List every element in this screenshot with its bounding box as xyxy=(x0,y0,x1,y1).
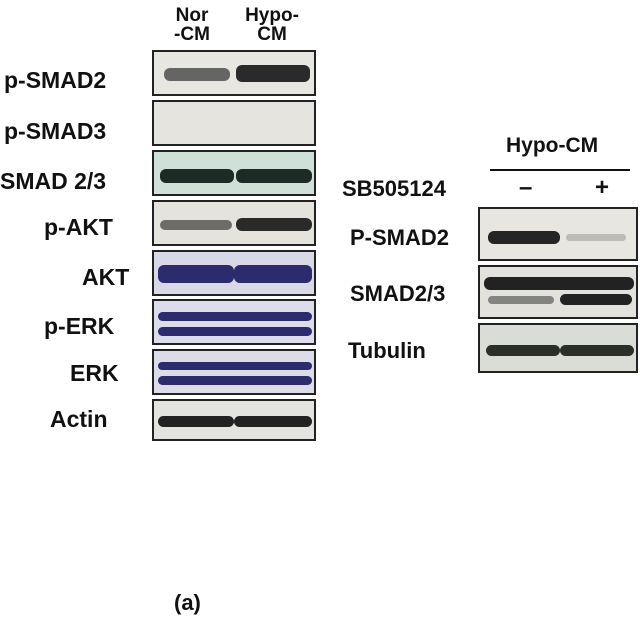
row-label-p-smad2: p-SMAD2 xyxy=(4,67,107,93)
band-smad23-lane2 xyxy=(236,169,312,183)
band-b-tubulin-lane1 xyxy=(486,345,560,356)
row-label-erk: ERK xyxy=(70,360,119,386)
band-b-smad23-lower-lane1 xyxy=(488,296,554,304)
blot-p-smad3 xyxy=(152,100,316,146)
band-b-tubulin-lane2 xyxy=(560,345,634,356)
blot-p-akt xyxy=(152,200,316,246)
band-actin-lane2 xyxy=(234,416,312,427)
band-p-erk-lower xyxy=(158,327,312,336)
row-label-b-tubulin: Tubulin xyxy=(348,338,426,363)
blot-p-erk xyxy=(152,299,316,345)
row-label-b-p-smad2: P-SMAD2 xyxy=(350,225,450,250)
row-label-p-smad3: p-SMAD3 xyxy=(4,118,107,144)
band-b-p-smad2-lane2 xyxy=(566,234,626,241)
blot-akt xyxy=(152,250,316,296)
band-p-akt-lane2 xyxy=(236,218,312,231)
band-erk-upper xyxy=(158,362,312,370)
blot-b-p-smad2 xyxy=(478,207,638,261)
treatment-minus: – xyxy=(519,174,533,201)
row-label-p-erk: p-ERK xyxy=(44,313,115,339)
row-label-akt: AKT xyxy=(82,264,130,290)
treatment-label: SB505124 xyxy=(342,176,446,201)
column-header-hypoxic-line2: CM xyxy=(257,24,287,45)
panel-b-header: Hypo-CM xyxy=(506,134,599,157)
band-akt-lane1 xyxy=(158,265,234,283)
row-label-smad23: SMAD 2/3 xyxy=(0,168,107,194)
blot-smad23 xyxy=(152,150,316,196)
column-header-normoxic-line1: Nor xyxy=(175,5,209,26)
band-akt-lane2 xyxy=(234,265,312,283)
band-smad23-lane1 xyxy=(160,169,234,183)
column-header-hypoxic: Hypo- CM xyxy=(234,6,310,44)
column-header-normoxic: Nor -CM xyxy=(162,6,222,44)
blot-erk xyxy=(152,349,316,395)
band-p-erk-upper xyxy=(158,312,312,321)
band-p-akt-lane1 xyxy=(160,220,232,230)
row-label-p-akt: p-AKT xyxy=(44,214,113,240)
blot-b-tubulin xyxy=(478,323,638,373)
column-header-hypoxic-line1: Hypo- xyxy=(245,5,299,26)
panel-b-header-underline xyxy=(490,169,630,171)
band-b-smad23-upper xyxy=(484,277,634,290)
band-b-p-smad2-lane1 xyxy=(488,231,560,244)
row-label-actin: Actin xyxy=(50,406,108,432)
band-erk-lower xyxy=(158,376,312,385)
row-label-b-smad23: SMAD2/3 xyxy=(350,281,446,306)
band-b-smad23-lower-lane2 xyxy=(560,294,632,305)
column-header-normoxic-line2: -CM xyxy=(174,24,210,45)
figure-caption: (a) xyxy=(174,590,201,615)
band-p-smad2-lane2 xyxy=(236,65,310,82)
blot-b-smad23 xyxy=(478,265,638,319)
band-p-smad2-lane1 xyxy=(164,68,230,81)
treatment-plus: + xyxy=(595,174,610,201)
band-actin-lane1 xyxy=(158,416,234,427)
blot-actin xyxy=(152,399,316,441)
blot-p-smad2 xyxy=(152,50,316,96)
